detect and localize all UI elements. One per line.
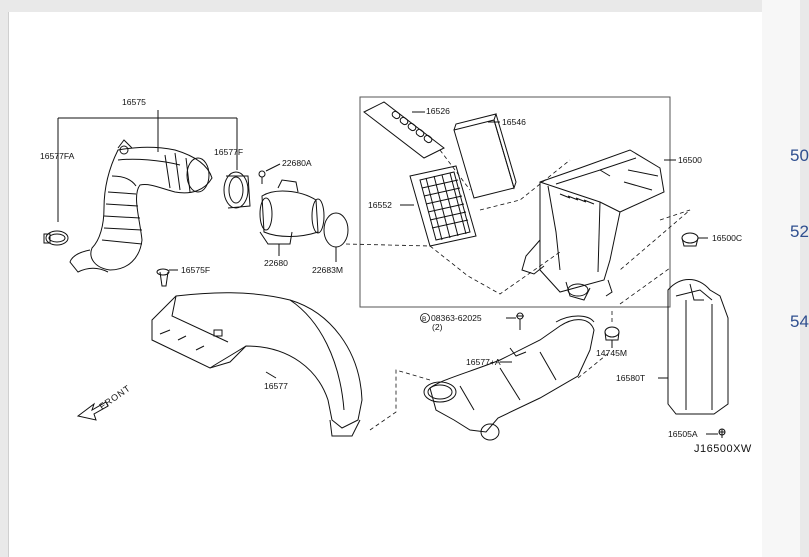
- mass-air-flow-sensor: [259, 179, 325, 256]
- grommet-16500c: [681, 232, 708, 247]
- air-cleaner-housing: [521, 149, 676, 301]
- label-16526: 16526: [426, 106, 450, 116]
- label-16505a: 16505A: [668, 429, 698, 439]
- edge-glyph-3: 54: [790, 312, 809, 331]
- screw-22680a: [258, 163, 281, 184]
- label-08363-qty: (2): [432, 322, 443, 332]
- edge-glyph-2: 52: [790, 222, 809, 241]
- clip-16575f: [156, 268, 178, 287]
- air-cleaner-group-frame: [359, 96, 671, 308]
- bolt-prefix: B: [422, 316, 426, 323]
- air-duct-16577: [151, 292, 363, 437]
- mesh-filter-16552: [400, 165, 477, 247]
- label-16500c: 16500C: [712, 233, 742, 243]
- right-edge-panel: [762, 0, 800, 557]
- edge-glyph-1: 50: [790, 146, 809, 165]
- air-filter-element: [453, 113, 517, 199]
- label-16546: 16546: [502, 117, 526, 127]
- dashed-leaders: [345, 149, 691, 431]
- label-16552: 16552: [368, 200, 392, 210]
- front-arrow: [76, 401, 109, 421]
- o-ring: [323, 212, 349, 262]
- label-16577a: 16577+A: [466, 357, 501, 367]
- bolt-16505a: [706, 428, 726, 438]
- label-16575f: 16575F: [181, 265, 210, 275]
- bolt-label-group: B 08363-62025 (2): [420, 313, 482, 332]
- label-16577f: 16577F: [214, 147, 243, 157]
- inlet-hose: [69, 139, 213, 273]
- grommet-14745m: [604, 326, 620, 348]
- filter-grid-16526: [363, 101, 445, 159]
- label-16577fa: 16577FA: [40, 151, 75, 161]
- hose-group-bracket: [57, 110, 238, 222]
- clamp-f: [223, 150, 251, 209]
- front-label: FRONT: [97, 383, 132, 412]
- label-16575: 16575: [122, 97, 146, 107]
- resonator-16580t: [658, 279, 729, 415]
- bolt-prefix-circle: [420, 313, 430, 323]
- label-16580t: 16580T: [616, 373, 646, 383]
- diagram-code: J16500XW: [694, 443, 752, 455]
- clamp-fa: [43, 230, 69, 246]
- label-22683m: 22683M: [312, 265, 343, 275]
- label-14745m: 14745M: [596, 348, 627, 358]
- label-08363-62025: 08363-62025: [431, 313, 482, 323]
- label-22680a: 22680A: [282, 158, 312, 168]
- bolt-08363: [506, 312, 524, 330]
- label-22680: 22680: [264, 258, 288, 268]
- resonator-duct: [423, 315, 595, 441]
- label-16500: 16500: [678, 155, 702, 165]
- label-16577: 16577: [264, 381, 288, 391]
